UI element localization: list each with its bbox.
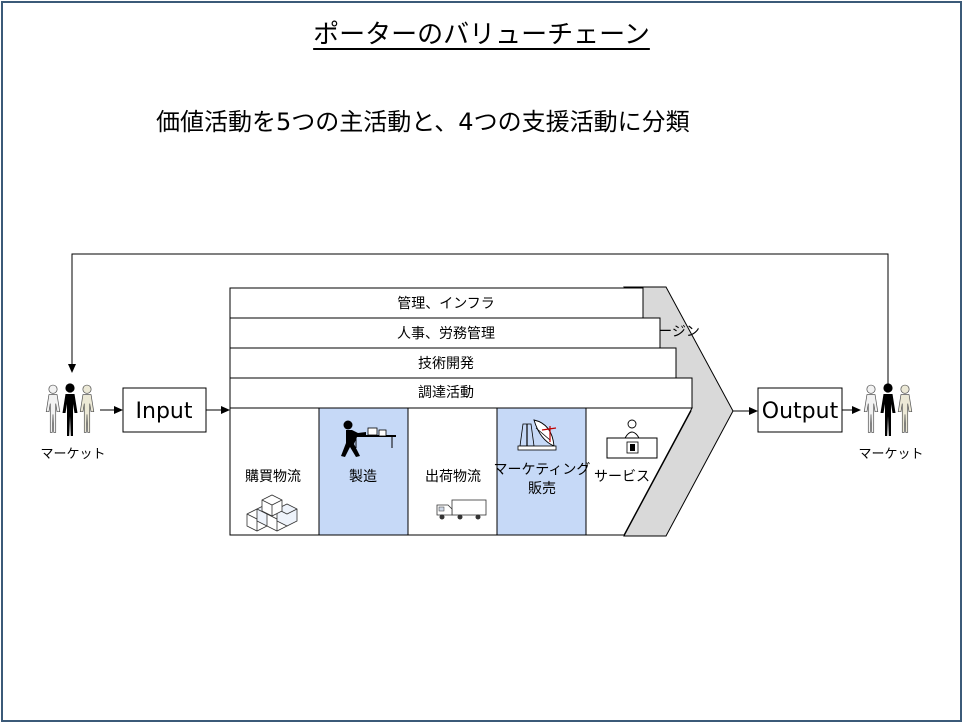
subtitle: 価値活動を5つの主活動と、4つの支援活動に分類 <box>156 108 690 136</box>
page-title: ポーターのバリューチェーン <box>313 20 650 50</box>
satellite-dish-icon <box>517 419 557 451</box>
support-row-procurement <box>229 377 693 409</box>
truck-icon <box>436 499 487 520</box>
input-box <box>122 387 207 433</box>
market-right-label: マーケット <box>858 447 923 462</box>
margin-chevron <box>623 286 734 537</box>
service-counter-icon <box>606 419 658 459</box>
output-label: Output <box>762 399 839 424</box>
market-left-people-icon <box>45 383 95 436</box>
primary-label-marketing: マーケティング <box>494 462 591 478</box>
support-row-infrastructure <box>229 287 644 319</box>
support-label-technology: 技術開発 <box>418 356 474 372</box>
support-row-hr <box>229 317 661 349</box>
market-right-people-icon <box>863 383 913 436</box>
primary-label-operations: 製造 <box>349 469 377 485</box>
worker-at-conveyor-icon <box>341 420 396 457</box>
primary-label-inbound-logistics: 購買物流 <box>245 469 301 485</box>
primary-cell-inbound-logistics <box>229 407 320 536</box>
primary-label-outbound-logistics: 出荷物流 <box>425 469 481 485</box>
boxes-icon <box>246 494 298 532</box>
support-label-procurement: 調達活動 <box>418 385 474 401</box>
feedback-loop-arrow <box>68 253 889 386</box>
input-label: Input <box>136 399 193 424</box>
market-left-label: マーケット <box>40 447 105 462</box>
support-label-infrastructure: 管理、インフラ <box>397 296 495 312</box>
primary-cell-operations <box>318 407 409 536</box>
output-box <box>757 387 843 433</box>
primary-label-sales: 販売 <box>528 481 556 497</box>
primary-label-service: サービス <box>594 469 650 485</box>
support-label-hr: 人事、労務管理 <box>397 326 495 342</box>
support-row-technology <box>229 347 677 379</box>
